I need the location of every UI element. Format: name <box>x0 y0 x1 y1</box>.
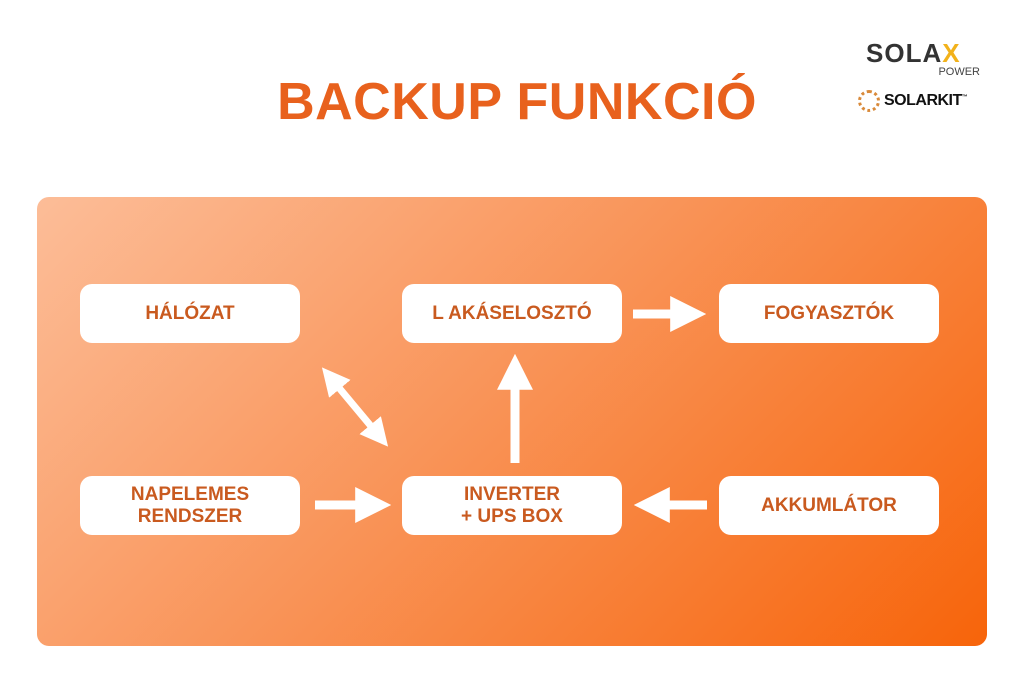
arrow-grid-inverter <box>321 367 389 447</box>
solarkit-text: SOLARKIT <box>884 92 962 109</box>
node-grid: HÁLÓZAT <box>80 284 300 343</box>
node-label-line1: NAPELEMES <box>130 483 250 505</box>
node-label: FOGYASZTÓK <box>763 302 895 324</box>
trademark-mark: ™ <box>961 94 968 101</box>
solax-letters: SOLA <box>866 38 943 68</box>
node-inverter: INVERTER+ UPS BOX <box>402 476 622 535</box>
node-label-line2: RENDSZER <box>137 505 243 527</box>
node-label-line2: + UPS BOX <box>461 505 563 527</box>
solarkit-logo: SOLARKIT™ <box>858 90 968 112</box>
page-title: BACKUP FUNKCIÓ <box>277 73 757 131</box>
solarkit-wordmark: SOLARKIT™ <box>884 92 968 110</box>
node-label: HÁLÓZAT <box>145 302 235 324</box>
node-label-line1: INVERTER <box>463 483 561 505</box>
solax-wordmark: SOLAX <box>866 40 986 66</box>
solax-power-logo: SOLAX POWER <box>866 40 986 78</box>
sun-icon <box>858 90 880 112</box>
node-consumers: FOGYASZTÓK <box>719 284 939 343</box>
solax-subtitle: POWER <box>938 66 980 78</box>
node-distribution: L AKÁSELOSZTÓ <box>402 284 622 343</box>
solax-x-letter: X <box>942 38 961 68</box>
node-label: L AKÁSELOSZTÓ <box>432 302 592 324</box>
node-label: AKKUMLÁTOR <box>761 494 897 516</box>
node-battery: AKKUMLÁTOR <box>719 476 939 535</box>
